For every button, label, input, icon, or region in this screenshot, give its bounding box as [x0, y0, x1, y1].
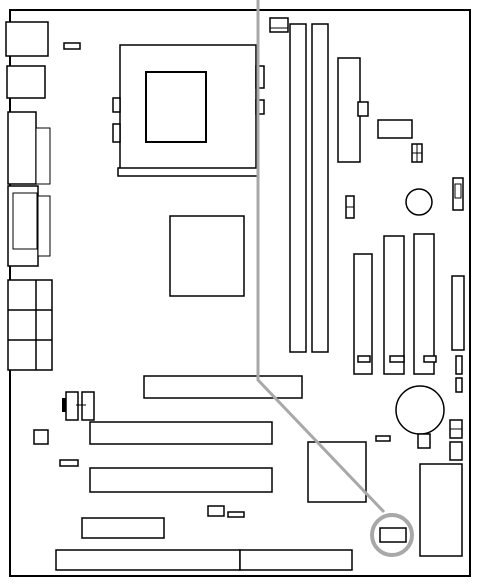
- io-port-serial: [7, 111, 37, 185]
- expansion-slot-3: [81, 517, 165, 539]
- jumper-right-6: [449, 441, 463, 461]
- slot-right-edge: [451, 275, 465, 351]
- bottom-connector-right: [239, 549, 353, 571]
- cpu-clip-right-1: [255, 65, 265, 89]
- dimm-slot-1: [289, 23, 307, 353]
- io-port-parallel-inner: [12, 192, 38, 250]
- small-jumper-near-sb: [375, 435, 391, 442]
- bottom-connector-left: [55, 549, 241, 571]
- component-left-1: [65, 391, 79, 421]
- ide-connector-right: [419, 463, 463, 557]
- callout-leader-line: [256, 0, 386, 514]
- pci-slot-3-tab: [423, 355, 437, 363]
- component-left-2: [81, 391, 95, 421]
- small-chip-near-power: [357, 101, 369, 117]
- jumper-top-left: [63, 42, 81, 50]
- io-port-parallel-outer: [37, 195, 51, 257]
- bios-chip: [377, 119, 413, 139]
- chipset-north-bridge: [169, 215, 245, 297]
- cpu-clip-left-1: [112, 97, 121, 113]
- square-left: [33, 429, 49, 445]
- top-connector: [269, 17, 289, 33]
- component-left-1-cap: [62, 398, 66, 412]
- jumper-left-mid: [59, 459, 79, 467]
- jumper-right-2-inner: [454, 183, 462, 199]
- pci-slot-2-tab: [389, 355, 405, 363]
- io-port-serial-outer: [35, 127, 51, 185]
- callout-circle-marker: [370, 513, 414, 557]
- cpu-socket: [112, 44, 265, 177]
- io-port-usb-group: [7, 279, 53, 371]
- expansion-slot-1: [89, 421, 273, 445]
- jumper-right-3: [455, 355, 463, 375]
- rear-io-panel: [5, 21, 53, 371]
- pci-slot-1: [353, 253, 373, 375]
- cmos-battery: [395, 385, 445, 435]
- jumper-bottom-1: [207, 505, 225, 517]
- battery-clip: [417, 433, 431, 449]
- pci-slot-2: [383, 235, 405, 375]
- io-port-ps2: [6, 65, 46, 99]
- cpu-clip-left-2: [112, 123, 121, 143]
- expansion-slot-2: [89, 467, 273, 493]
- pci-slot-1-tab: [357, 355, 371, 363]
- highlighted-jumper: [379, 527, 407, 543]
- cpu-socket-core: [145, 71, 207, 143]
- io-port-top: [5, 21, 49, 57]
- round-buzzer: [405, 188, 433, 216]
- dimm-slot-2: [311, 23, 329, 353]
- cpu-lever-bar: [117, 167, 259, 177]
- jumper-right-4: [455, 377, 463, 393]
- jumper-bottom-2: [227, 511, 245, 518]
- cpu-clip-right-2: [255, 99, 265, 115]
- chipset-south-bridge: [307, 441, 367, 503]
- power-connector: [337, 57, 361, 163]
- agp-slot: [143, 375, 303, 399]
- pci-slot-3: [413, 233, 435, 375]
